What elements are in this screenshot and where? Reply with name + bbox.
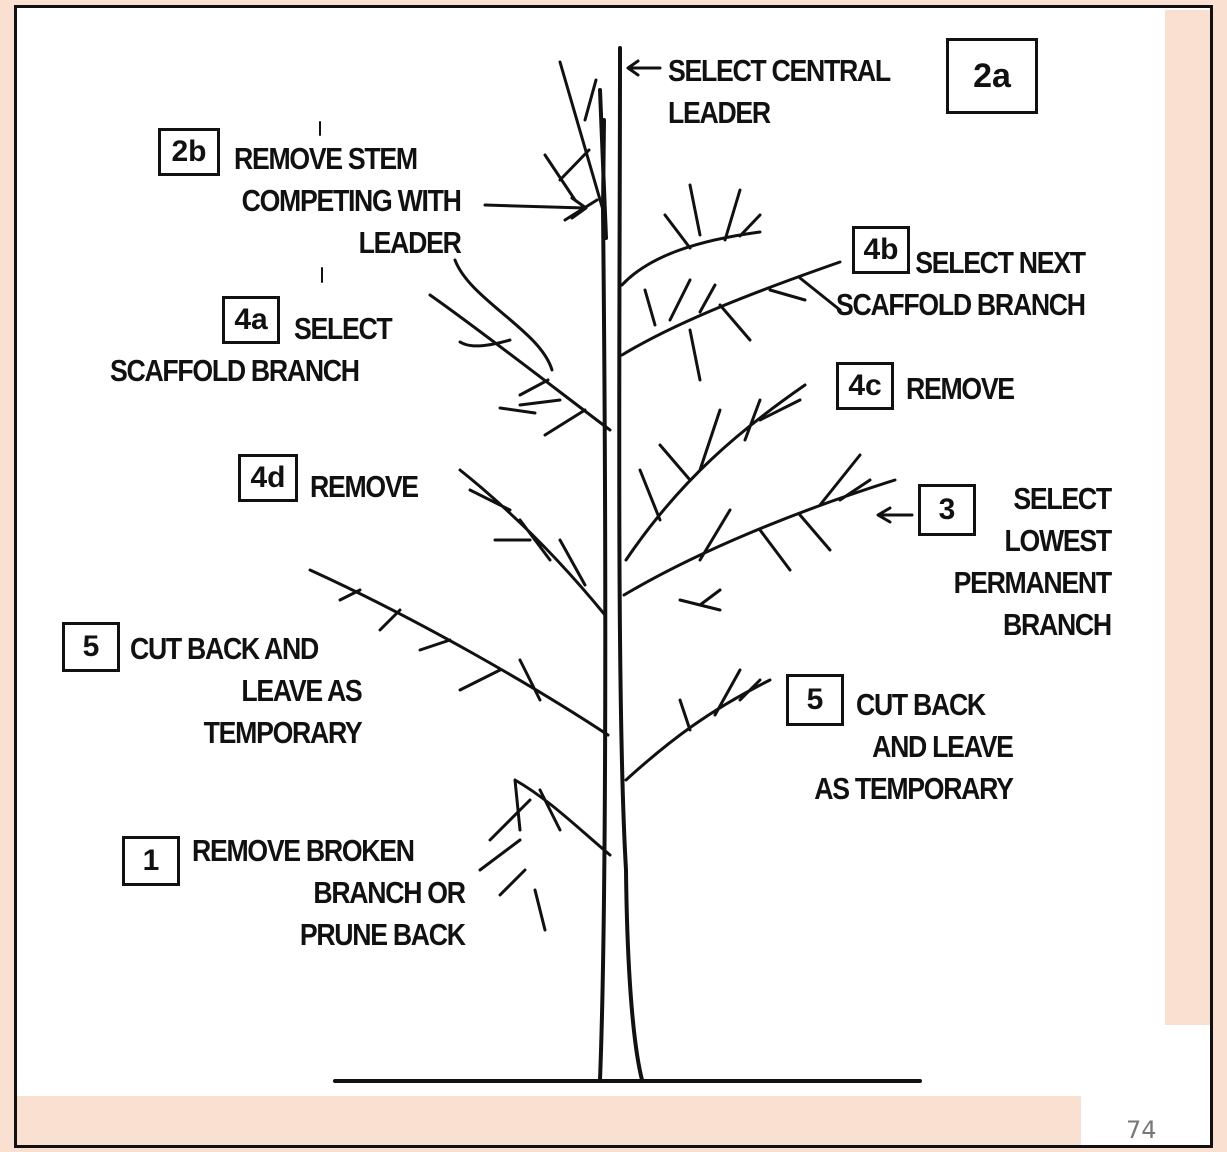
branch-5-right (624, 668, 772, 782)
callout-tag-4d: 4d (238, 454, 298, 502)
branch-3 (622, 453, 897, 612)
callout-text-1-line1: REMOVE BROKEN (192, 833, 415, 868)
callout-text-4b: SELECT NEXT SCAFFOLD BRANCH (836, 245, 1086, 322)
branch-4c (624, 383, 807, 562)
callout-tag-3: 3 (918, 484, 976, 536)
branch-4d (458, 468, 607, 617)
callout-text-4c: REMOVE (906, 371, 1015, 406)
page-number: 74 (1126, 1116, 1157, 1144)
branch-4a (428, 258, 612, 437)
callout-text-2b-rest: COMPETING WITH LEADER (242, 183, 462, 260)
callout-tag-4b: 4b (852, 226, 910, 274)
callout-text-5-left-line1: CUT BACK AND (130, 631, 319, 666)
callout-tag-2a: 2a (946, 38, 1038, 114)
callout-text-5-left-rest: LEAVE AS TEMPORARY (203, 673, 362, 750)
callout-text-4a-line1: SELECT (294, 311, 393, 346)
slide-side-strip (1165, 10, 1210, 1025)
callout-text-5-right-rest: AND LEAVE AS TEMPORARY (814, 729, 1015, 806)
callout-text-3: SELECT LOWEST PERMANENT BRANCH (953, 481, 1113, 642)
figure-frame (14, 5, 1213, 1148)
callout-tag-5-left: 5 (62, 622, 120, 672)
leader-2b-top (319, 121, 323, 283)
slide-bottom-band (17, 1096, 1081, 1145)
branch-5-left (308, 568, 610, 737)
callout-text-4a-line2: SCAFFOLD BRANCH (110, 353, 360, 388)
callout-text-2b-line1: REMOVE STEM (234, 141, 418, 176)
callout-tag-4c: 4c (836, 362, 894, 410)
branch-1 (478, 778, 612, 932)
callout-text-4d: REMOVE (310, 469, 419, 504)
arrow-2b (483, 196, 588, 220)
callout-tag-5-right: 5 (786, 674, 844, 726)
branch-4b (620, 183, 842, 382)
callout-text-2a: SELECT CENTRAL LEADER (668, 53, 891, 130)
arrow-2a (626, 59, 662, 77)
arrow-3 (876, 506, 914, 524)
callout-tag-1: 1 (122, 836, 180, 886)
callout-tag-2b: 2b (158, 128, 220, 176)
callout-text-5-right-line1: CUT BACK (856, 687, 986, 722)
callout-tag-4a: 4a (222, 296, 280, 344)
callout-text-1-rest: BRANCH OR PRUNE BACK (300, 875, 466, 952)
trunk (598, 46, 644, 1082)
